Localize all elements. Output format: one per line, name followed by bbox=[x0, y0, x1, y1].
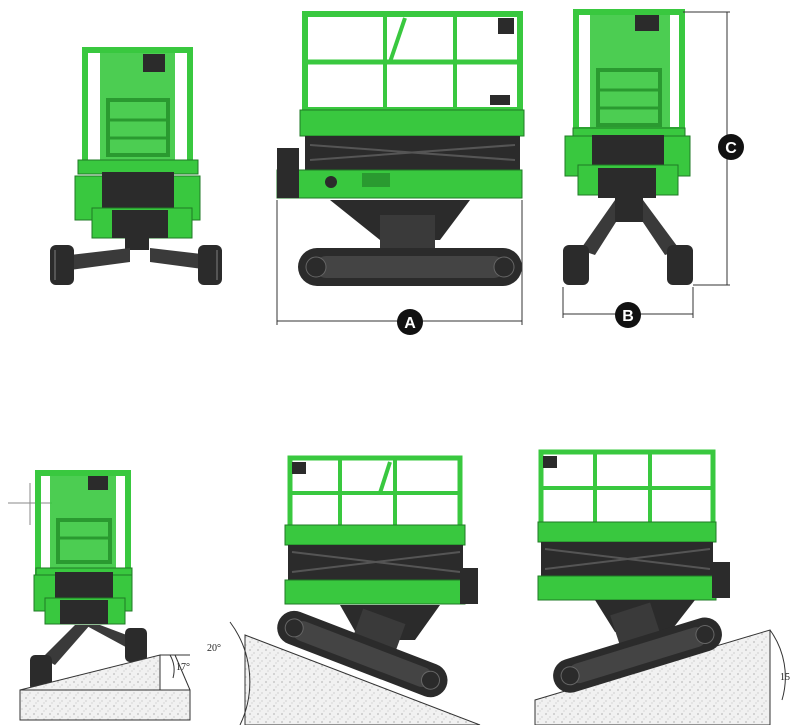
control-box bbox=[143, 54, 165, 72]
dimension-marker-a bbox=[397, 309, 423, 335]
side-view-on-uphill-slope: 20° bbox=[207, 455, 481, 725]
dimension-label-c: C bbox=[725, 140, 737, 157]
dimension-label-b: B bbox=[622, 308, 634, 325]
dimension-marker-b bbox=[615, 302, 641, 328]
front-view-tracks-retracted bbox=[50, 47, 222, 285]
dimension-label-a: A bbox=[404, 315, 416, 332]
uphill-slope-ground bbox=[244, 634, 481, 725]
side-view-with-length-dimension: A bbox=[276, 11, 525, 335]
front-view-with-width-height-dimensions: C B bbox=[562, 9, 744, 328]
front-view-on-lateral-slope: 17° bbox=[8, 470, 191, 721]
right-track-end bbox=[198, 245, 222, 285]
dimension-marker-c bbox=[718, 134, 744, 160]
angle-label-lateral: 17° bbox=[176, 662, 190, 673]
angle-label-downhill: 15 bbox=[780, 672, 790, 683]
side-view-on-downhill-slope: 15 bbox=[534, 449, 790, 725]
left-track-end bbox=[50, 245, 74, 285]
angle-label-uphill: 20° bbox=[207, 643, 221, 654]
